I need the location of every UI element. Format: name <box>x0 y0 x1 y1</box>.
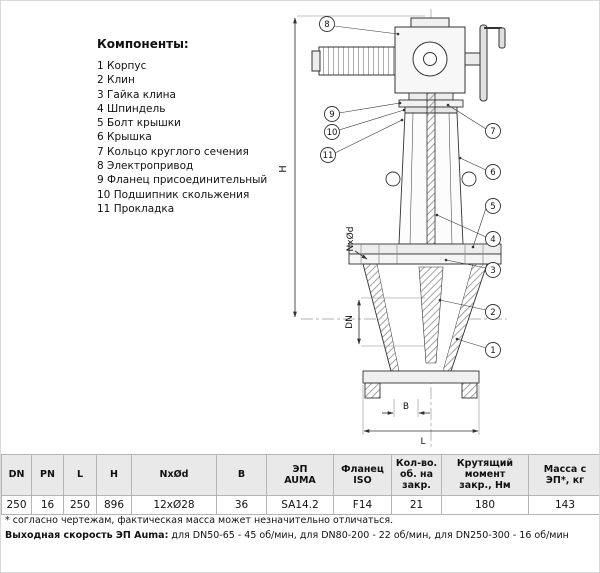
value-b: 36 <box>216 494 267 515</box>
col-flange-iso: Фланец ISO <box>333 454 392 496</box>
housing-top-cap <box>410 17 450 28</box>
speed-footnote-text: для DN50-65 - 45 об/мин, для DN80-200 - … <box>168 530 569 541</box>
bottom-flange-foot-right <box>461 382 478 399</box>
component-item: 8 Электропривод <box>97 160 194 173</box>
value-h: 896 <box>96 494 132 515</box>
value-dn: 250 <box>1 494 32 515</box>
component-item: 10 Подшипник скольжения <box>97 188 250 201</box>
callout-3: 3 <box>444 258 501 278</box>
col-closing-torque: Крутящий момент закр., Нм <box>441 454 529 496</box>
dimension-NxOd: NxØd <box>345 227 368 260</box>
callouts: 8 9 10 11 7 6 <box>319 16 501 358</box>
dimension-B: B <box>382 399 430 417</box>
handwheel-shaft <box>464 52 481 66</box>
value-turns-to-close: 21 <box>391 494 442 515</box>
wedge <box>418 266 444 364</box>
speed-footnote-bold: Выходная скорость ЭП Auma: <box>5 530 169 541</box>
value-closing-torque: 180 <box>441 494 529 515</box>
col-l: L <box>63 454 97 496</box>
svg-text:8: 8 <box>324 20 329 30</box>
col-dn: DN <box>1 454 32 496</box>
mass-footnote: * согласно чертежам, фактическая масса м… <box>5 515 394 526</box>
dimension-L-label: L <box>420 437 425 447</box>
callout-10: 10 <box>324 108 406 140</box>
callout-2: 2 <box>438 298 501 320</box>
actuator-dial-hub <box>423 52 437 66</box>
col-turns-to-close: Кол-во. об. на закр. <box>391 454 442 496</box>
col-pn: PN <box>31 454 64 496</box>
flange-bolts <box>360 244 484 264</box>
callout-11: 11 <box>320 118 404 163</box>
svg-text:9: 9 <box>329 110 334 120</box>
callout-4: 4 <box>435 213 501 247</box>
electric-actuator <box>311 17 506 102</box>
component-item: 2 Клин <box>97 74 135 87</box>
speed-footnote: Выходная скорость ЭП Auma: для DN50-65 -… <box>5 530 569 541</box>
dimension-H-label: H <box>278 165 289 173</box>
bottom-flange-foot-left <box>364 382 381 399</box>
col-nxod: NxØd <box>131 454 217 496</box>
svg-text:1: 1 <box>490 346 495 356</box>
col-h: H <box>96 454 132 496</box>
handwheel <box>479 24 488 102</box>
component-item: 7 Кольцо круглого сечения <box>97 145 249 158</box>
svg-text:3: 3 <box>490 266 495 276</box>
component-item: 1 Корпус <box>97 60 147 72</box>
crank-handle <box>498 27 506 49</box>
callout-9: 9 <box>324 101 402 122</box>
col-b: B <box>216 454 267 496</box>
body-flange <box>348 253 502 265</box>
components-legend: Компоненты: 1 Корпус 2 Клин 3 Гайка клин… <box>97 37 297 216</box>
valve-technical-drawing: H <box>278 9 507 447</box>
dimension-H: H <box>278 15 425 318</box>
value-nxod: 12xØ28 <box>131 494 217 515</box>
callout-5: 5 <box>471 198 501 249</box>
svg-text:7: 7 <box>490 127 495 137</box>
callout-8: 8 <box>319 16 400 36</box>
svg-text:10: 10 <box>327 128 338 138</box>
motor-housing <box>318 46 396 76</box>
motor-end-cap <box>311 50 321 72</box>
callout-6: 6 <box>458 156 501 180</box>
bonnet-inner-line-right <box>448 112 453 245</box>
svg-text:6: 6 <box>490 168 495 178</box>
bonnet-inner-line-left <box>409 112 414 245</box>
col-mass: Масса с ЭП*, кг <box>528 454 599 496</box>
svg-text:2: 2 <box>490 308 495 318</box>
bottom-flange <box>362 370 480 384</box>
svg-text:5: 5 <box>490 202 495 212</box>
value-mass: 143 <box>528 494 599 515</box>
component-item: 9 Фланец присоединительный <box>97 174 268 187</box>
spec-table-value-row: 250 16 250 896 12xØ28 36 SA14.2 F14 21 1… <box>1 494 599 515</box>
component-item: 5 Болт крышки <box>97 117 181 130</box>
dimension-DN-label: DN <box>345 315 355 329</box>
value-flange-iso: F14 <box>333 494 392 515</box>
value-pn: 16 <box>31 494 64 515</box>
dimension-L: L <box>362 385 480 447</box>
callout-1: 1 <box>455 337 501 358</box>
component-item: 6 Крышка <box>97 131 152 144</box>
value-ep-auma: SA14.2 <box>266 494 334 515</box>
value-l: 250 <box>63 494 97 515</box>
svg-text:4: 4 <box>490 235 495 245</box>
dimension-B-label: B <box>403 402 409 412</box>
lifting-lug-right <box>461 171 477 187</box>
component-item: 11 Прокладка <box>97 202 175 215</box>
valve-assembly <box>348 92 502 399</box>
spec-table-header-row: DN PN L H NxØd B ЭП AUMA Фланец ISO Кол-… <box>1 454 599 496</box>
components-title: Компоненты: <box>97 37 189 51</box>
spec-table: DN PN L H NxØd B ЭП AUMA Фланец ISO Кол-… <box>1 454 599 515</box>
callout-7: 7 <box>446 103 501 139</box>
lifting-lug-left <box>385 171 401 187</box>
dimension-NxOd-label: NxØd <box>345 227 356 252</box>
component-item: 3 Гайка клина <box>97 88 176 101</box>
svg-text:11: 11 <box>323 151 334 161</box>
component-item: 4 Шпиндель <box>97 102 166 115</box>
bonnet-flange <box>348 243 502 255</box>
col-ep-auma: ЭП AUMA <box>266 454 334 496</box>
dimension-DN: DN <box>345 297 425 347</box>
